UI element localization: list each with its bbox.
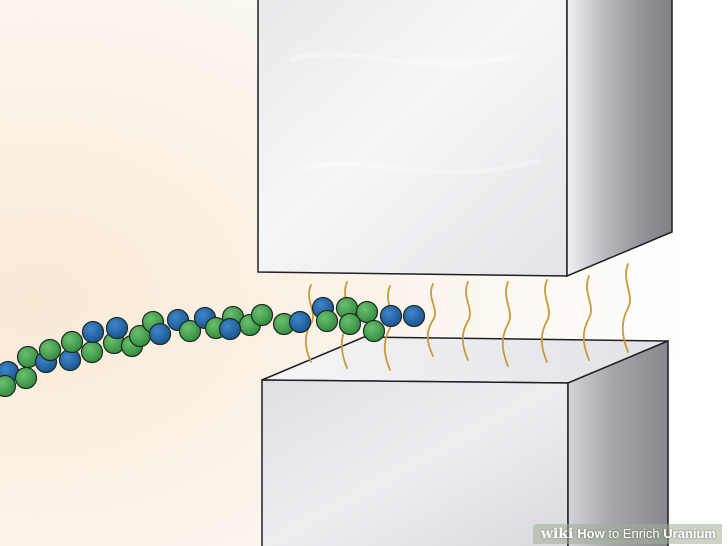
blue-atom [105, 316, 129, 340]
blue-atom [288, 310, 312, 334]
watermark-brand: wiki [540, 526, 574, 542]
watermark-title: How to Enrich Uranium [577, 524, 716, 544]
blue-atom [218, 317, 242, 341]
blue-atom [81, 320, 105, 344]
green-atom [355, 300, 379, 324]
green-atom [338, 312, 362, 336]
blue-atom [379, 304, 403, 328]
heat-wave [461, 281, 471, 361]
watermark-title-suffix: Uranium [663, 526, 716, 541]
lower-metal-block [261, 336, 669, 546]
green-atom [14, 366, 38, 390]
green-atom [178, 319, 202, 343]
heat-wave [582, 275, 592, 361]
heat-wave [540, 279, 550, 363]
atom-chain [0, 296, 426, 398]
heat-wave [621, 263, 631, 353]
blue-atom [402, 304, 426, 328]
watermark-title-middle: to Enrich [604, 526, 664, 541]
green-atom [60, 330, 84, 354]
green-atom [362, 319, 386, 343]
green-atom [250, 303, 274, 327]
heat-wave [383, 285, 393, 371]
watermark-title-prefix: How [577, 526, 605, 541]
green-atom [315, 309, 339, 333]
green-atom [80, 340, 104, 364]
wikihow-watermark: wiki How to Enrich Uranium [532, 524, 722, 544]
green-atom [0, 374, 17, 398]
heat-wave [304, 284, 314, 363]
upper-metal-block [257, 0, 673, 278]
heat-waves [304, 263, 631, 371]
heat-wave [426, 283, 436, 357]
heat-wave [501, 281, 511, 367]
blue-atom [148, 322, 172, 346]
green-atom [38, 338, 62, 362]
